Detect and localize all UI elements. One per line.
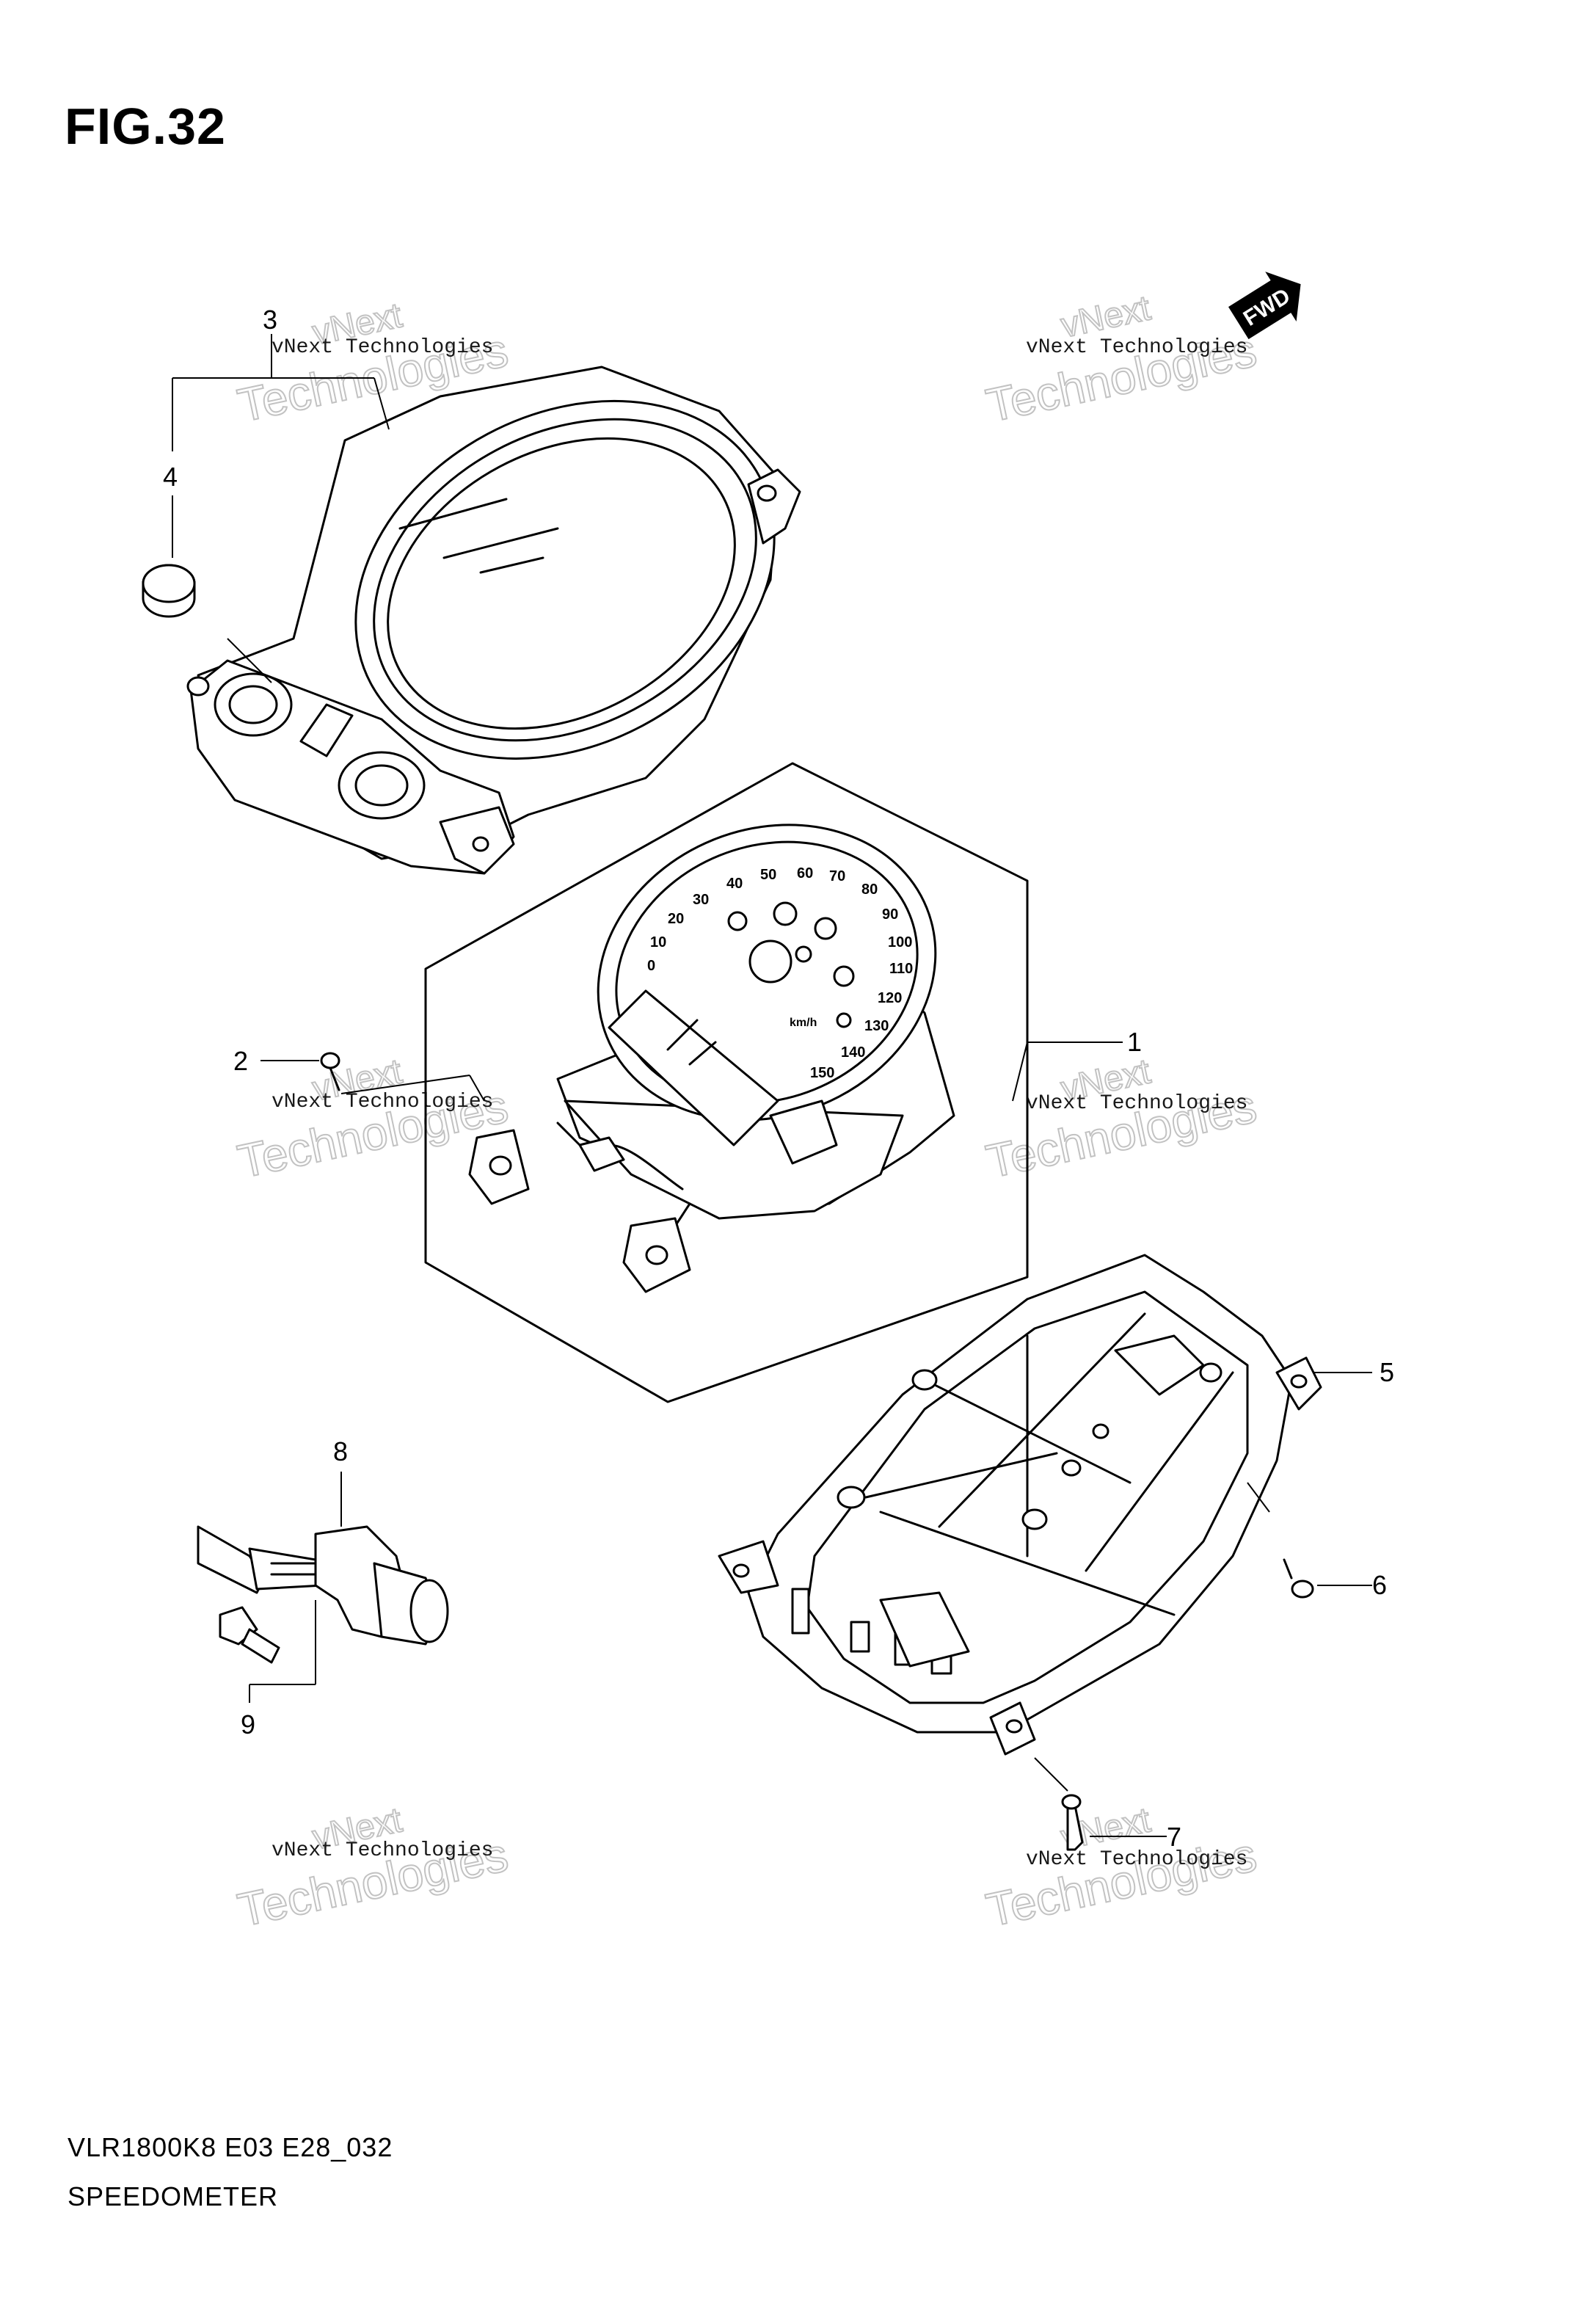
figure-title: FIG.32 (65, 98, 226, 155)
dial-label-110: 110 (889, 961, 913, 977)
screw-6 (1283, 1558, 1314, 1599)
dial-label-90: 90 (882, 906, 898, 923)
callout-5: 5 (1380, 1357, 1394, 1387)
dial-label-50: 50 (760, 867, 776, 883)
watermark-mid-left: Technologies vNext vNext Technologies (233, 1051, 513, 1188)
screw-7 (1061, 1794, 1084, 1851)
watermark-text: vNext Technologies (272, 1839, 493, 1862)
dial-label-150: 150 (810, 1065, 834, 1081)
dial-label-10: 10 (650, 934, 666, 950)
watermark-text: vNext Technologies (1026, 336, 1247, 359)
diagram-code: VLR1800K8 E03 E28_032 (68, 2132, 393, 2162)
dial-label-130: 130 (864, 1018, 889, 1034)
watermark-bottom-right: Technologies vNext vNext Technologies (981, 1800, 1261, 1937)
callout-8: 8 (333, 1436, 348, 1466)
cushion (142, 564, 196, 618)
callout-7: 7 (1167, 1822, 1181, 1852)
dial-label-60: 60 (797, 865, 813, 881)
callout-1: 1 (1127, 1027, 1142, 1057)
dial-label-20: 20 (668, 911, 684, 927)
dial-label-30: 30 (693, 892, 709, 908)
leader-lines (172, 334, 1372, 1837)
watermark-text: vNext Technologies (272, 336, 493, 359)
dial-label-80: 80 (861, 881, 878, 898)
dial-label-120: 120 (878, 990, 902, 1006)
dial-units: km/h (790, 1017, 817, 1029)
dial-label-100: 100 (888, 934, 912, 950)
screw-2 (320, 1052, 340, 1091)
watermark-mid-right: Technologies vNext vNext Technologies (981, 1051, 1261, 1188)
watermark-text: vNext Technologies (1026, 1848, 1247, 1871)
speedometer-dial-scale: 0 10 20 30 40 50 60 70 80 90 100 110 120… (647, 865, 913, 1081)
watermark-top-right: Technologies vNext vNext Technologies (981, 288, 1261, 432)
watermark-text: vNext Technologies (1026, 1092, 1247, 1115)
speedometer-assembly: 0 10 20 30 40 50 60 70 80 90 100 110 120… (424, 762, 1029, 1403)
callout-4: 4 (163, 462, 178, 492)
cover (718, 1254, 1322, 1756)
diagram-name: SPEEDOMETER (68, 2181, 279, 2211)
callout-2: 2 (233, 1046, 248, 1076)
dial-label-140: 140 (841, 1044, 865, 1061)
callout-9: 9 (241, 1709, 255, 1740)
speed-sensor (197, 1525, 449, 1646)
speedometer-case (186, 366, 801, 875)
watermark-bottom-left: Technologies vNext vNext Technologies (233, 1800, 513, 1937)
dial-label-40: 40 (726, 876, 743, 892)
watermark-text: vNext Technologies (272, 1091, 493, 1113)
dial-label-0: 0 (647, 958, 655, 974)
callout-numbers: 3 4 1 2 5 6 7 8 9 (163, 305, 1394, 1852)
dial-label-70: 70 (829, 868, 845, 884)
callout-6: 6 (1372, 1570, 1387, 1600)
callout-3: 3 (263, 305, 277, 335)
bolt (219, 1606, 280, 1664)
